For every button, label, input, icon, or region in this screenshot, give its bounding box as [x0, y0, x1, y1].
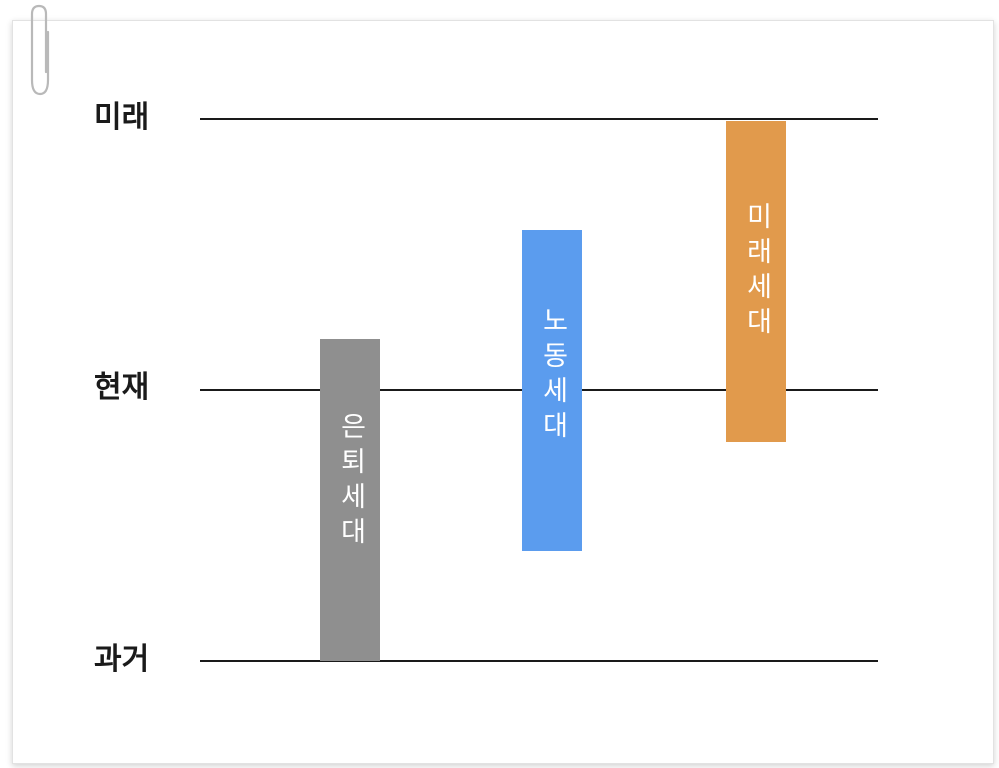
label-past: 과거 — [94, 642, 150, 677]
label-present: 현재 — [94, 370, 150, 405]
bar-retired-generation: 은퇴세대 — [320, 339, 380, 661]
line-past — [200, 660, 878, 662]
bar-future-generation: 미래세대 — [726, 121, 786, 442]
diagram-card — [12, 20, 994, 764]
bar-working-label: 노동세대 — [537, 306, 568, 446]
label-future: 미래 — [94, 100, 150, 135]
paperclip-icon — [30, 4, 50, 96]
line-future — [200, 118, 878, 120]
bar-retired-label: 은퇴세대 — [335, 412, 366, 552]
bar-working-generation: 노동세대 — [522, 230, 582, 551]
bar-future-label: 미래세대 — [741, 202, 772, 342]
